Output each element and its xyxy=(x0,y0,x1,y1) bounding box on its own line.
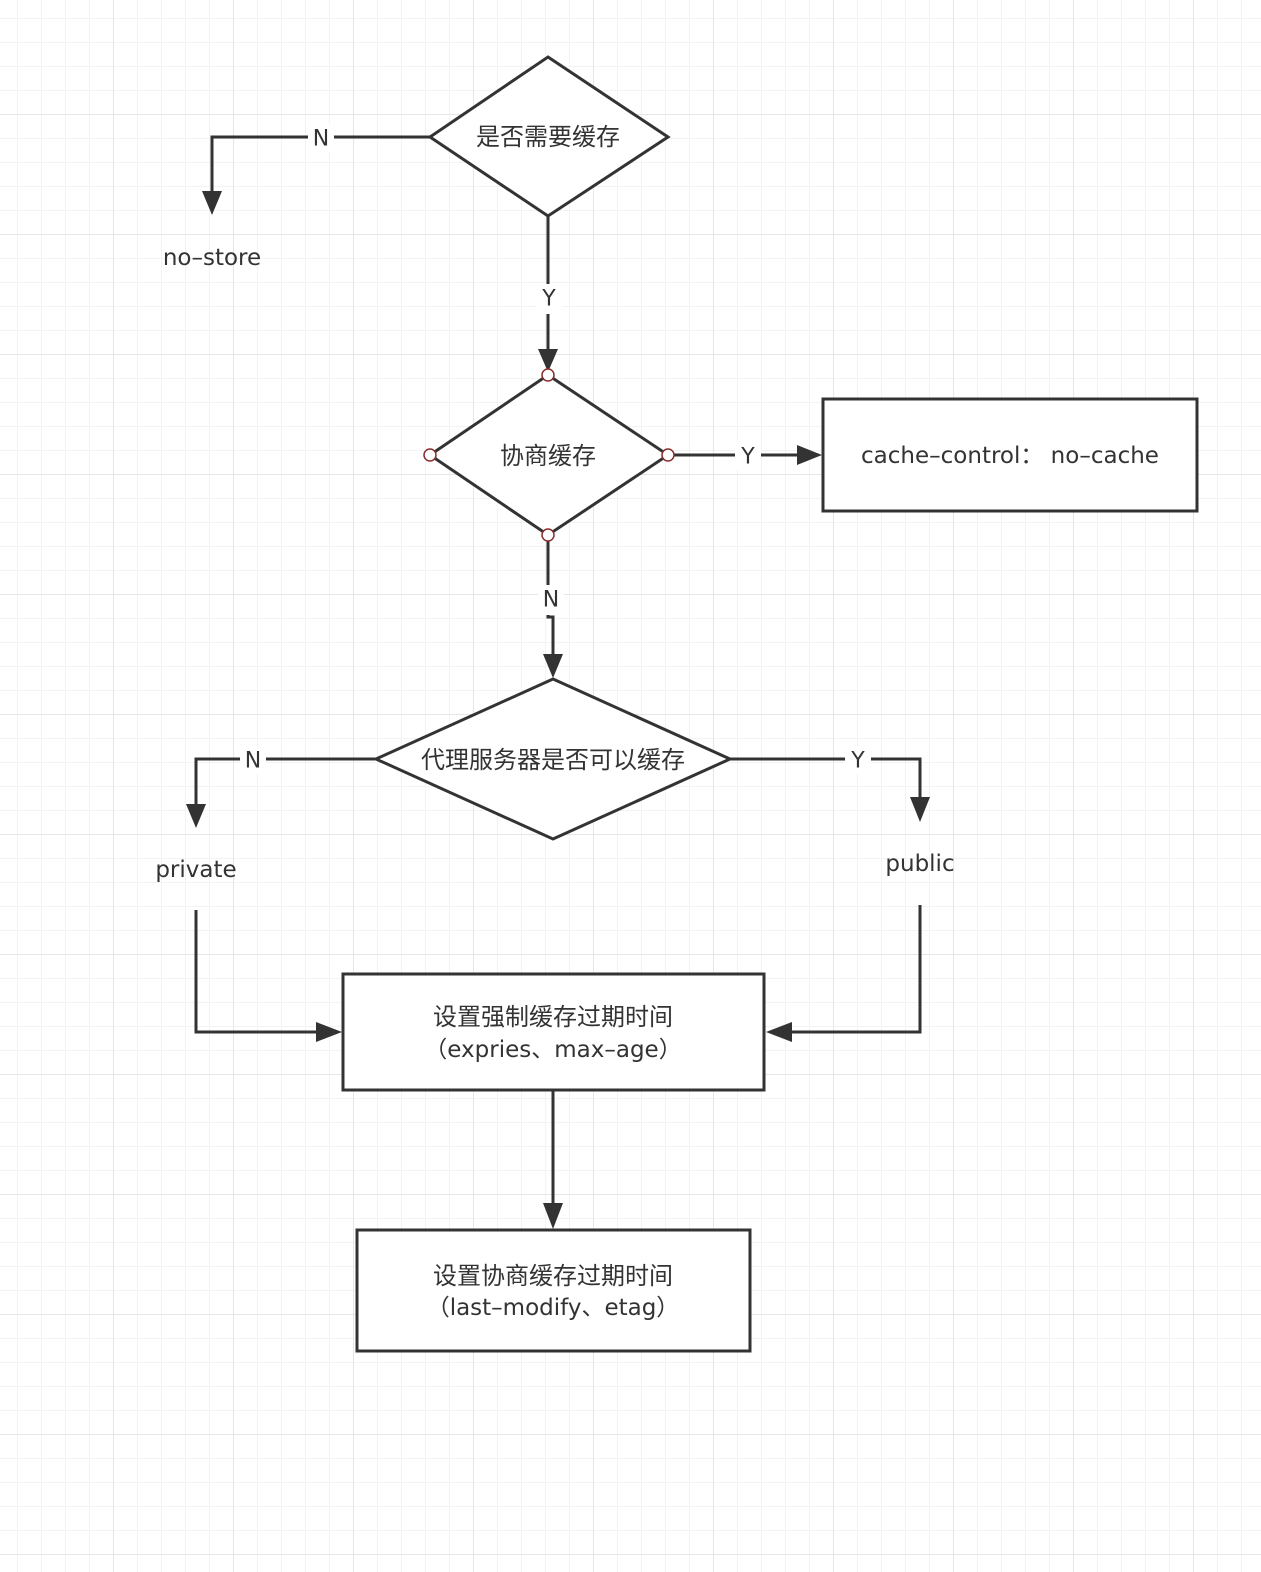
connection-port-top xyxy=(541,368,555,382)
terminal-private: private xyxy=(155,857,236,883)
edge-private-to-force-cache xyxy=(194,910,342,1042)
decision-negotiate-label: 协商缓存 xyxy=(500,442,596,470)
decision-need-cache: 是否需要缓存 xyxy=(427,55,671,218)
process-negotiate-cache-line1: 设置协商缓存过期时间 xyxy=(433,1262,673,1290)
edge-need-cache-no: N xyxy=(202,124,430,215)
decision-need-cache-label: 是否需要缓存 xyxy=(476,123,620,151)
edge-negotiate-yes: Y xyxy=(668,442,822,470)
process-force-cache-line2: （expries、max–age） xyxy=(424,1037,681,1063)
edge-label-need-cache-yes: Y xyxy=(541,287,556,312)
connection-port-bottom xyxy=(541,528,555,542)
decision-proxy-label: 代理服务器是否可以缓存 xyxy=(421,746,685,774)
edge-force-to-negotiate-cache xyxy=(543,1090,563,1229)
process-negotiate-cache-line2: （last–modify、etag） xyxy=(427,1295,680,1321)
edge-proxy-no: N xyxy=(186,746,376,828)
process-no-cache-label: cache–control： no–cache xyxy=(861,443,1159,469)
terminal-public: public xyxy=(885,851,954,877)
edge-label-proxy-no: N xyxy=(245,749,261,774)
edge-public-to-force-cache xyxy=(766,905,922,1042)
edge-label-need-cache-no: N xyxy=(313,127,329,152)
edge-negotiate-no: N xyxy=(538,535,564,678)
process-no-cache: cache–control： no–cache xyxy=(821,397,1199,513)
process-negotiate-cache: 设置协商缓存过期时间 （last–modify、etag） xyxy=(355,1228,752,1353)
edge-label-proxy-yes: Y xyxy=(850,749,865,774)
edge-need-cache-yes: Y xyxy=(536,216,562,372)
edge-proxy-yes: Y xyxy=(730,746,930,822)
connection-port-right xyxy=(661,448,675,462)
process-force-cache-line1: 设置强制缓存过期时间 xyxy=(433,1003,673,1031)
decision-negotiate: 协商缓存 xyxy=(423,368,675,542)
edge-label-negotiate-no: N xyxy=(543,588,559,613)
terminal-no-store: no–store xyxy=(163,245,261,271)
connection-port-left xyxy=(423,448,437,462)
edge-label-negotiate-yes: Y xyxy=(740,445,755,470)
decision-proxy: 代理服务器是否可以缓存 xyxy=(372,677,734,841)
process-force-cache: 设置强制缓存过期时间 （expries、max–age） xyxy=(341,972,766,1092)
